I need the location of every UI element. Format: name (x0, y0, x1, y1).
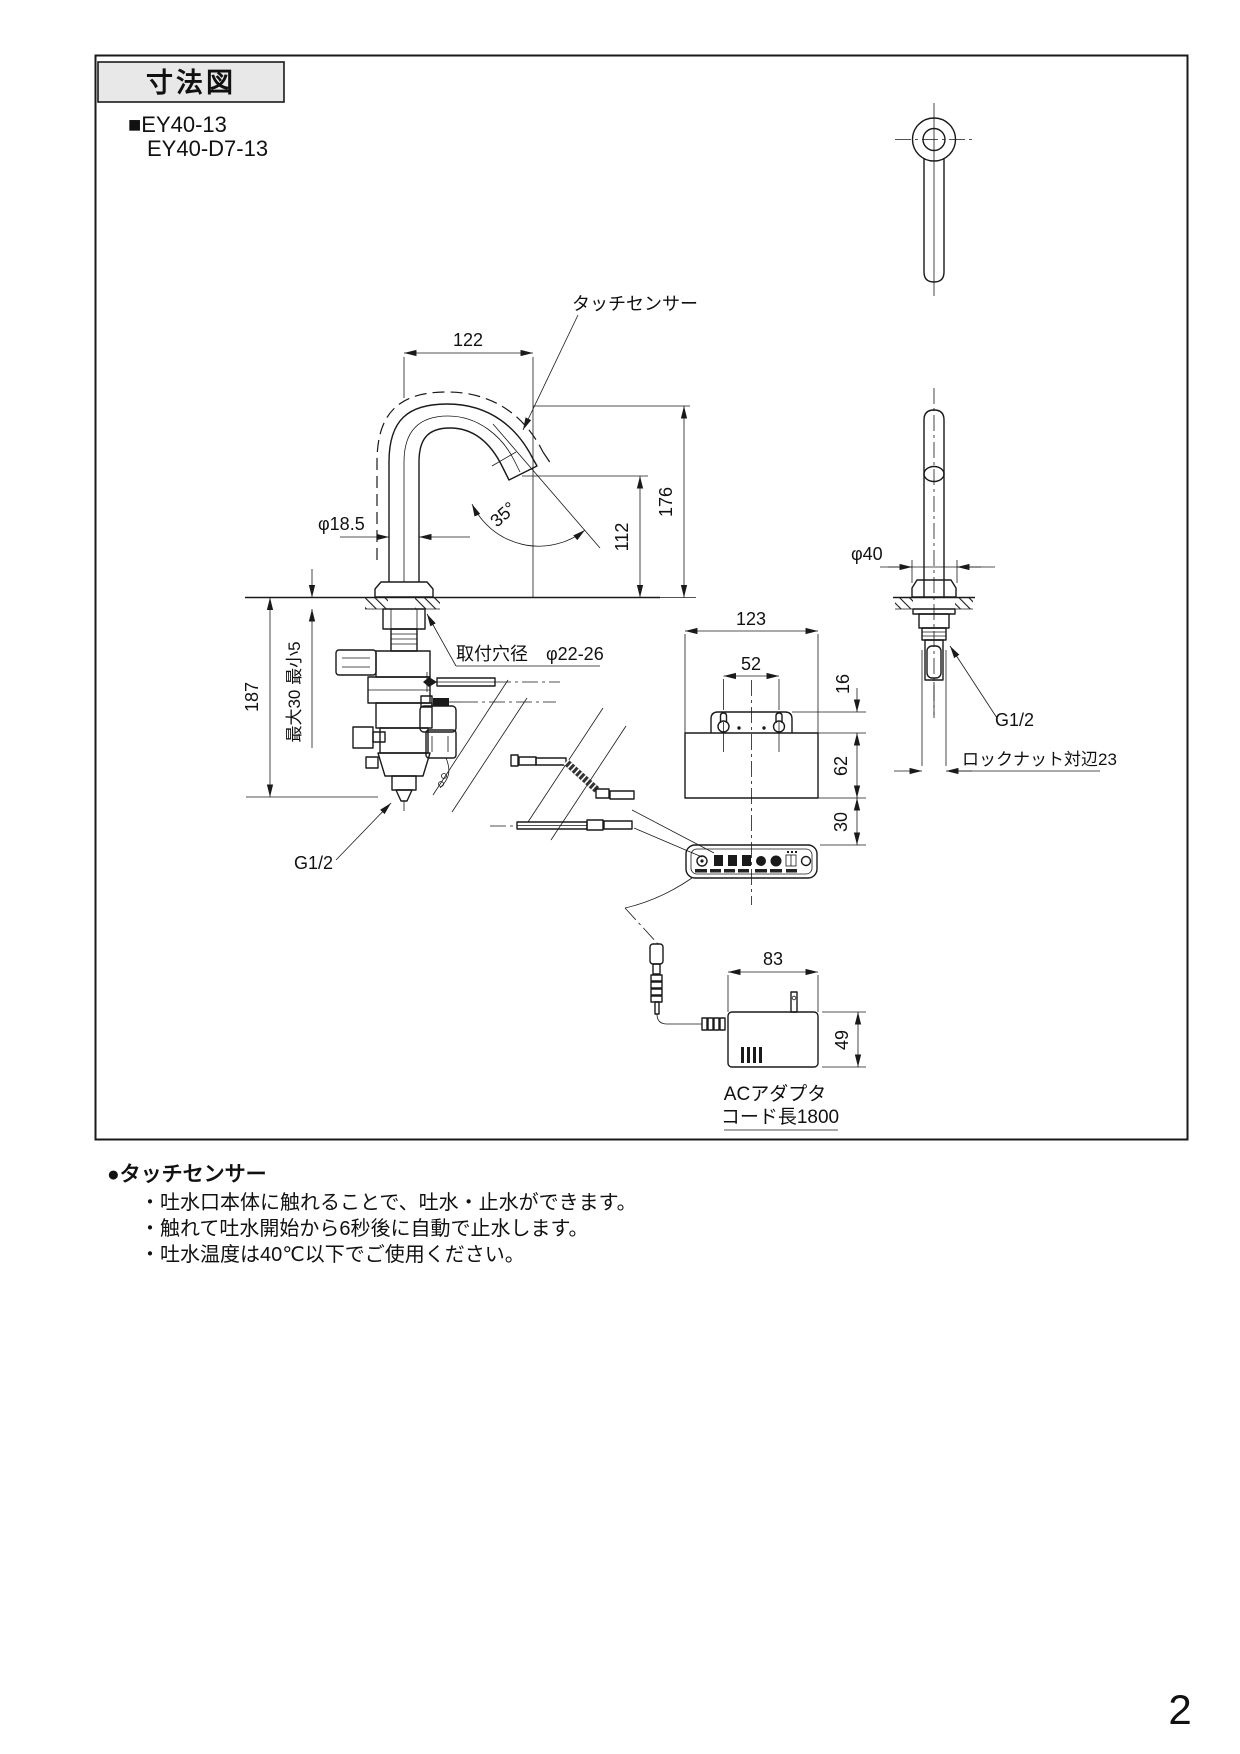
sensor-ring (923, 465, 945, 483)
sensor-cables (420, 672, 715, 858)
keyhole-slot-right (772, 712, 786, 733)
g-half-label-front: G1/2 (294, 853, 333, 873)
plan-view (895, 103, 973, 296)
dim-spout-dia: φ18.5 (318, 514, 365, 534)
title-box (97, 61, 285, 103)
page-title: 寸法図 (146, 68, 236, 98)
dim-ctrl-width: 123 (736, 609, 766, 629)
g-half-label-side: G1/2 (995, 710, 1034, 730)
keyhole-slot-left (717, 712, 730, 733)
controller-bottom-view (685, 844, 818, 879)
lock-nut-label: ロックナット対辺23 (962, 750, 1117, 769)
dc-plug (649, 943, 664, 1015)
port-labels (695, 869, 797, 873)
dim-ctrl-height: 62 (831, 756, 851, 776)
side-view (893, 388, 975, 718)
ac-adapter-drawing: 83 49 ACアダプタ コード長1800 (624, 877, 866, 1131)
side-view-dimensions: φ40 G1/2 ロックナット対辺23 (851, 544, 1117, 775)
front-view (245, 391, 660, 811)
notes-section: ●タッチセンサー ・吐水口本体に触れることで、吐水・止水ができます。 ・触れて吐… (107, 1163, 637, 1266)
touch-sensor-label: タッチセンサー (572, 294, 698, 314)
adapter-body (727, 1011, 819, 1068)
dim-ctrl-screw-pitch: 52 (741, 654, 761, 674)
ac-adapter-label: ACアダプタ (724, 1083, 826, 1105)
deck-hatch-front (365, 598, 440, 610)
dim-under-deck: 187 (242, 682, 262, 712)
note-item-1: ・吐水口本体に触れることで、吐水・止水ができます。 (140, 1191, 637, 1214)
dim-height-total: 176 (656, 487, 676, 517)
title-block: 寸法図 ■EY40-13 EY40-D7-13 (97, 61, 285, 161)
dim-ctrl-tab: 16 (833, 674, 853, 694)
front-view-dimensions: 122 タッチセンサー 176 112 35° φ18.5 187 最大30 最… (242, 294, 698, 873)
cord-length-label: コード長1800 (721, 1107, 839, 1128)
note-item-2: ・触れて吐水開始から6秒後に自動で止水します。 (140, 1217, 589, 1240)
plug-blade (790, 991, 798, 1013)
model-number-secondary: EY40-D7-13 (147, 136, 268, 161)
mounting-hole-label: 取付穴径 φ22-26 (456, 644, 604, 664)
note-item-3: ・吐水温度は40℃以下でご使用ください。 (140, 1243, 525, 1266)
break-lines (432, 679, 627, 841)
page-number: 2 (1168, 1686, 1191, 1733)
dim-adapter-width: 83 (763, 949, 783, 969)
valve-assembly (335, 608, 457, 811)
dim-height-spout: 112 (612, 523, 632, 552)
dim-flange-dia: φ40 (851, 544, 883, 564)
valve-handle-knob (352, 726, 374, 749)
dim-spout-reach: 122 (453, 330, 483, 350)
dim-adapter-height: 49 (832, 1030, 852, 1050)
dim-deck-thickness: 最大30 最小5 (285, 641, 304, 742)
model-number-primary: ■EY40-13 (128, 112, 227, 137)
dim-spout-angle: 35° (486, 498, 520, 531)
notes-heading: ●タッチセンサー (107, 1163, 267, 1186)
dim-ctrl-depth: 30 (831, 812, 851, 832)
controller-rear-view: 123 52 16 62 (684, 609, 866, 905)
drawing-frame (94, 54, 1189, 1141)
